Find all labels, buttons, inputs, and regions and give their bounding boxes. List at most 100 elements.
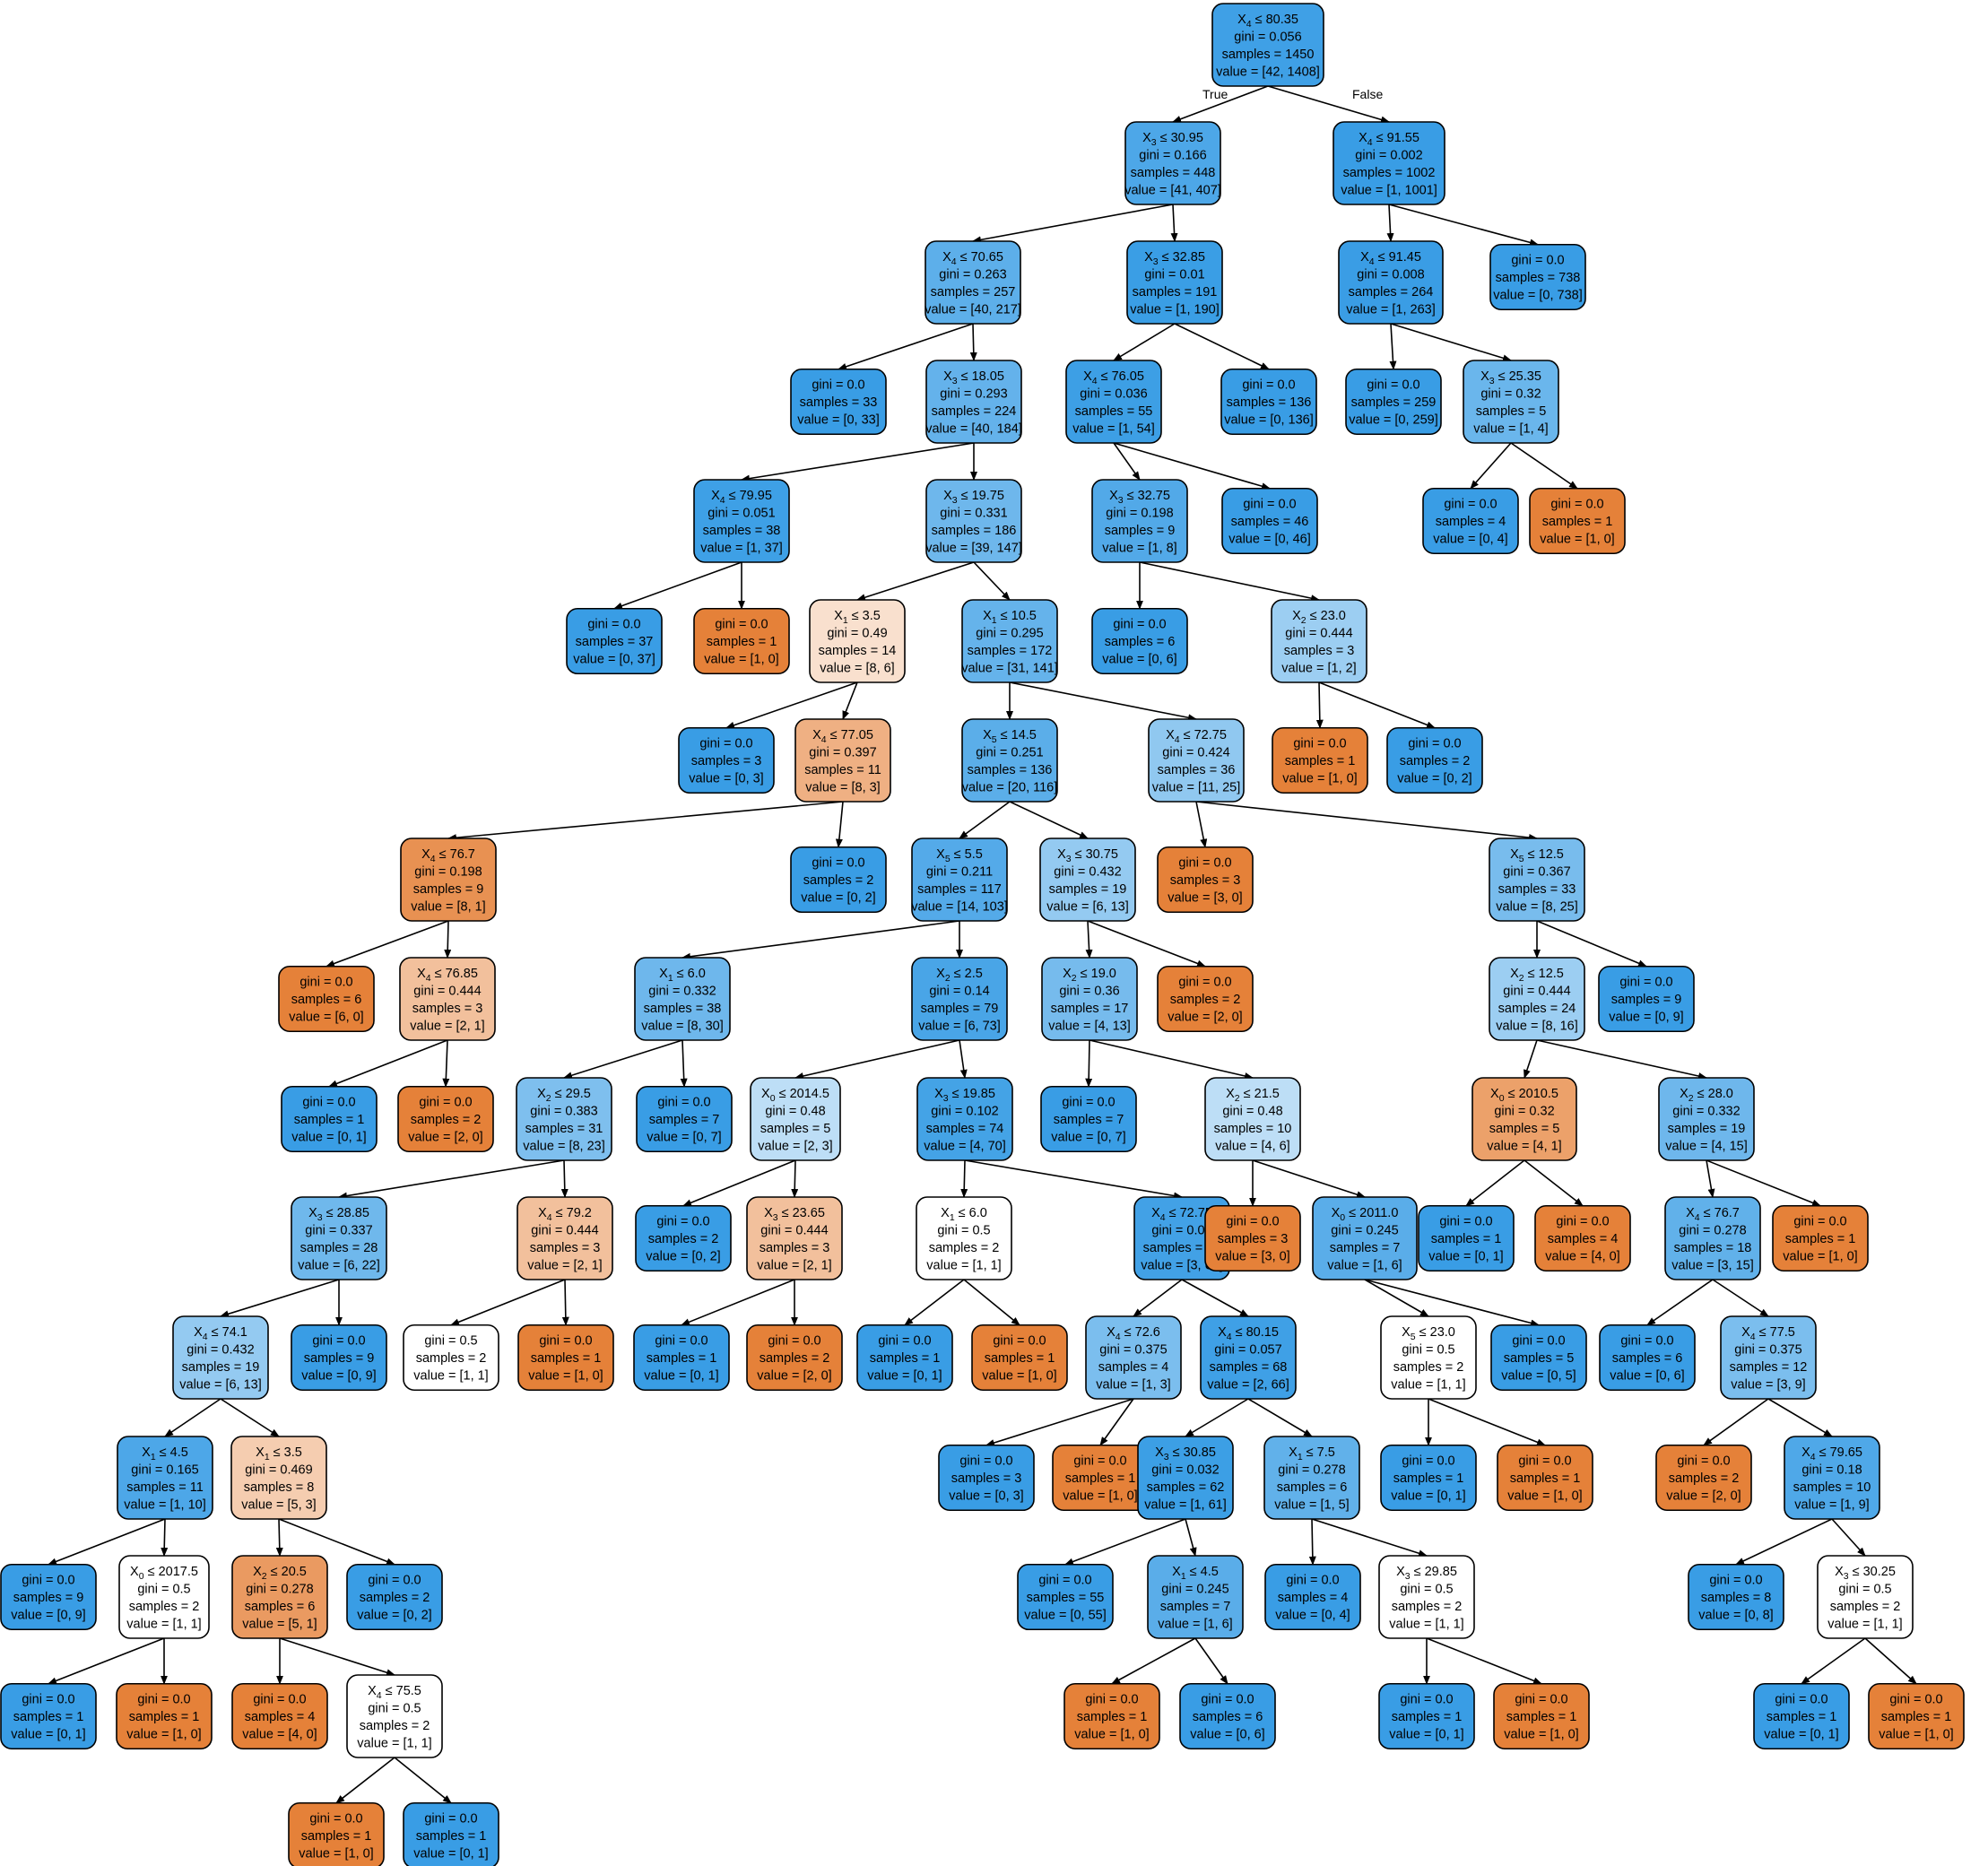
edge-n24-n30 — [1318, 681, 1436, 729]
node-box — [794, 718, 891, 803]
node-samples: samples = 68 — [1210, 1360, 1288, 1375]
node-gini: gini = 0.0 — [1402, 1454, 1454, 1469]
node-samples: samples = 6 — [291, 993, 362, 1007]
node-value: value = [0, 1] — [291, 1131, 366, 1145]
node-split-condition: X4 ≤ 76.7 — [1686, 1206, 1740, 1223]
edge-n49-n57 — [682, 1159, 796, 1207]
node-split-condition: X2 ≤ 20.5 — [253, 1565, 307, 1582]
node-value: value = [0, 7] — [1051, 1131, 1125, 1145]
node-samples: samples = 1 — [1393, 1471, 1464, 1486]
node-split-condition: X2 ≤ 2.5 — [936, 967, 983, 984]
edge-n36-n44 — [1536, 920, 1647, 968]
node-box — [1137, 1436, 1234, 1520]
edge-n3-n7 — [838, 323, 974, 370]
node-value: value = [0, 6] — [1190, 1728, 1264, 1742]
node-gini: gini = 0.0 — [1518, 1454, 1571, 1469]
node-box — [399, 957, 496, 1041]
node-value: value = [0, 2] — [801, 891, 875, 906]
node-box — [1124, 121, 1221, 205]
node-box — [397, 1085, 494, 1153]
node-value: value = [1, 6] — [1327, 1258, 1402, 1272]
node-box — [911, 957, 1008, 1041]
node-gini: gini = 0.0 — [1243, 498, 1296, 512]
node-samples: samples = 6 — [1277, 1480, 1348, 1495]
node-box — [1599, 1324, 1696, 1392]
node-box — [288, 1801, 385, 1866]
node-split-condition: X2 ≤ 28.0 — [1680, 1087, 1733, 1104]
node-gini: gini = 0.0 — [878, 1334, 931, 1349]
node-samples: samples = 1 — [129, 1710, 200, 1724]
node-box — [1386, 726, 1483, 794]
node-box — [1463, 360, 1559, 444]
edge-n54-n66 — [1706, 1159, 1821, 1207]
edge-n67-n82 — [220, 1398, 280, 1437]
node-value: value = [1, 37] — [700, 541, 783, 555]
node-value: value = [40, 184] — [925, 421, 1022, 436]
edge-n104-n112 — [394, 1757, 452, 1804]
node-value: value = [1, 0] — [1504, 1728, 1578, 1742]
node-value: value = [20, 116] — [962, 780, 1058, 794]
node-split-condition: X4 ≤ 75.5 — [368, 1684, 421, 1701]
node-value: value = [1, 61] — [1144, 1497, 1227, 1512]
node-value: value = [0, 1] — [1764, 1728, 1838, 1742]
node-box — [281, 1085, 378, 1153]
node-gini: gini = 0.32 — [1494, 1104, 1554, 1118]
node-samples: samples = 2 — [929, 1241, 1000, 1255]
node-value: value = [2, 1] — [410, 1019, 484, 1033]
node-split-condition: X4 ≤ 76.05 — [1083, 369, 1144, 386]
node-value: value = [3, 0] — [1168, 891, 1242, 906]
edge-n2-n5 — [1386, 204, 1394, 242]
node-split-condition: X3 ≤ 30.75 — [1057, 847, 1118, 864]
node-value: value = [42, 1408] — [1216, 65, 1320, 79]
node-box — [1598, 965, 1695, 1033]
node-value: value = [2, 0] — [1168, 1011, 1242, 1025]
edge-n52-n62 — [1252, 1159, 1366, 1198]
edge-n39-n48 — [680, 1039, 688, 1088]
node-gini: gini = 0.056 — [1234, 30, 1301, 44]
edge-n65-n80 — [1712, 1279, 1769, 1317]
node-box — [678, 726, 775, 794]
node-samples: samples = 2 — [648, 1232, 719, 1246]
node-value: value = [1, 190] — [1130, 302, 1220, 317]
node-gini: gini = 0.5 — [1400, 1582, 1453, 1596]
node-gini: gini = 0.263 — [939, 267, 1006, 282]
node-box — [1534, 1204, 1631, 1272]
node-samples: samples = 19 — [1668, 1122, 1746, 1136]
node-gini: gini = 0.0 — [1439, 1215, 1492, 1229]
node-box — [750, 1077, 841, 1161]
node-value: value = [1, 0] — [528, 1369, 603, 1384]
edge-n75-n83 — [985, 1398, 1134, 1446]
node-samples: samples = 5 — [1476, 404, 1547, 419]
node-box — [1664, 1196, 1761, 1280]
node-box — [346, 1674, 443, 1758]
node-value: value = [1, 8] — [1102, 541, 1176, 555]
node-value: value = [0, 2] — [1397, 772, 1471, 786]
node-samples: samples = 7 — [1160, 1600, 1231, 1614]
node-box — [1868, 1682, 1965, 1750]
node-box — [1529, 487, 1626, 555]
node-samples: samples = 2 — [411, 1113, 482, 1127]
node-split-condition: X1 ≤ 7.5 — [1289, 1445, 1335, 1462]
node-value: value = [0, 4] — [1433, 533, 1507, 547]
node-samples: samples = 6 — [1612, 1351, 1683, 1366]
edge-n0-n2 — [1267, 85, 1390, 124]
node-value: value = [0, 1] — [413, 1847, 488, 1862]
node-value: value = [1, 0] — [1282, 772, 1357, 786]
node-gini: gini = 0.01 — [1144, 267, 1204, 282]
node-box — [1017, 1563, 1114, 1631]
node-samples: samples = 55 — [1027, 1591, 1105, 1605]
node-gini: gini = 0.0 — [253, 1693, 306, 1707]
node-box — [1422, 487, 1519, 555]
edge-n53-n63 — [1465, 1159, 1525, 1207]
